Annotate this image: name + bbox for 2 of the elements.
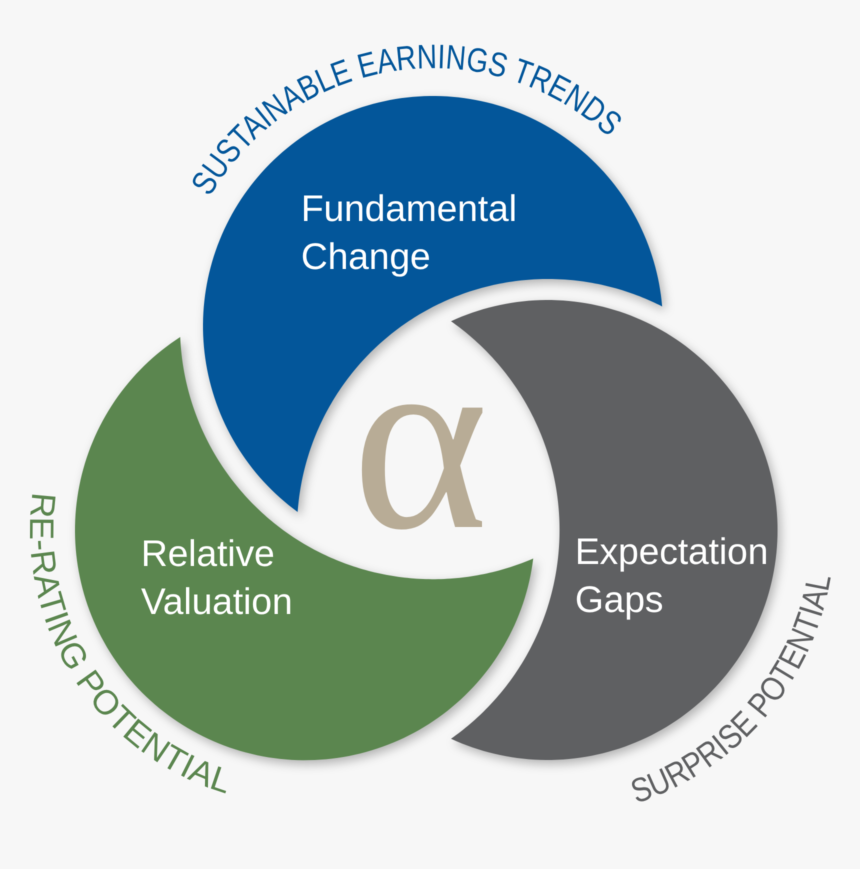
segment-label: Fundamental Change xyxy=(300,188,517,279)
segment-label: Expectation Gaps xyxy=(574,530,768,620)
